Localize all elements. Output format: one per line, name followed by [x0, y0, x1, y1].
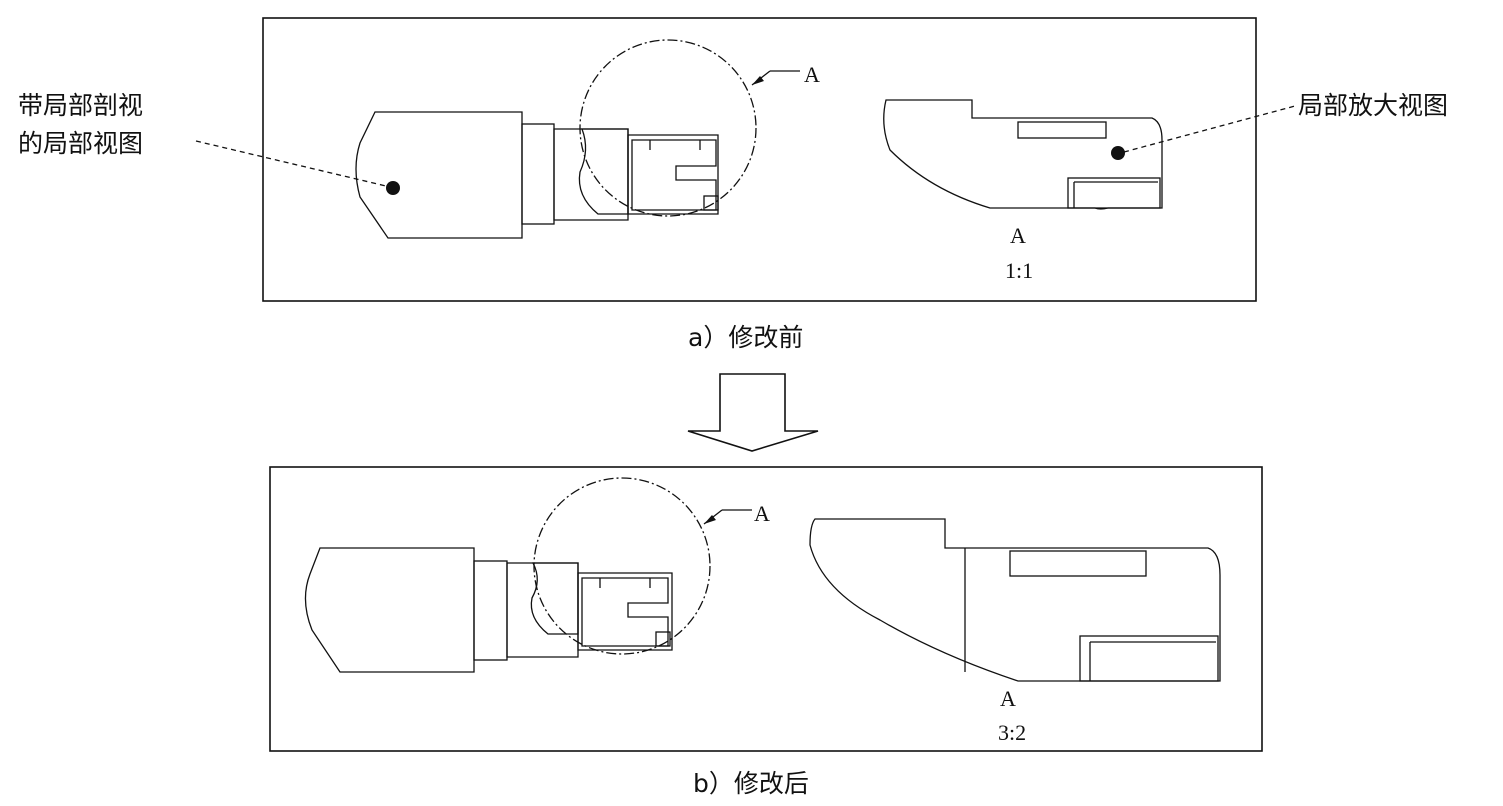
panel-a-enlarged-view: [883, 99, 1163, 210]
panel-a-detail-label: A: [804, 62, 820, 87]
panel-b-scale: 3:2: [998, 720, 1026, 745]
panel-a-scale: 1:1: [1005, 258, 1033, 283]
panel-a-frame: [262, 17, 1257, 302]
callout-right: 局部放大视图: [1298, 91, 1448, 120]
panel-a-left-leader: [195, 140, 387, 187]
callout-left-line2: 的局部视图: [18, 129, 143, 158]
panel-b-frame: [269, 466, 1263, 752]
panel-b-detail-circle: [533, 477, 711, 655]
panel-b-caption: b）修改后: [693, 769, 809, 798]
panel-b-local-view: [304, 547, 673, 673]
panel-a-left-marker: [386, 181, 400, 195]
panel-a-caption: a）修改前: [688, 323, 803, 352]
panel-b-detail-label: A: [754, 501, 770, 526]
panel-a: A A 1:1 带局部剖视 的局部视图 局部放大视图 a）修改前: [18, 17, 1448, 352]
panel-b-view-label: A: [1000, 686, 1016, 711]
panel-a-right-leader: [1123, 105, 1296, 153]
panel-b: A A 3:2 b）修改后: [269, 466, 1263, 798]
panel-a-right-marker: [1111, 146, 1125, 160]
panel-a-detail-circle: [579, 39, 757, 217]
panel-a-view-label: A: [1010, 223, 1026, 248]
down-arrow-icon: [687, 373, 819, 452]
panel-a-local-view: [355, 111, 719, 239]
callout-left-line1: 带局部剖视: [18, 91, 143, 120]
panel-b-enlarged-view: [809, 518, 1221, 682]
